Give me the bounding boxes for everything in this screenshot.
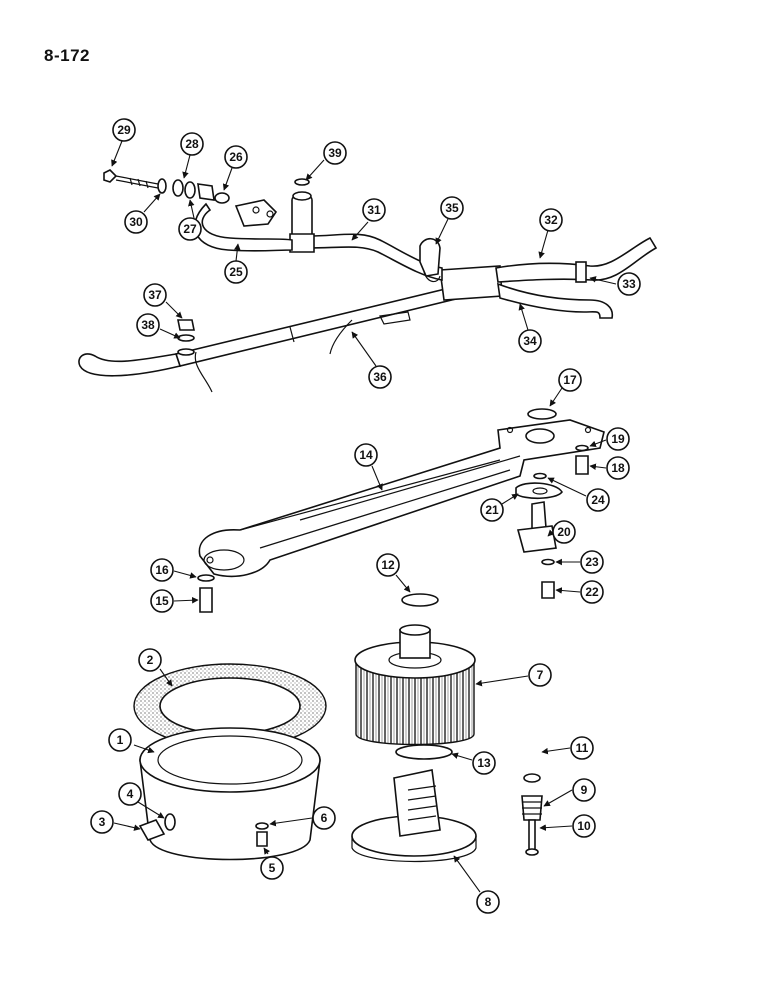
svg-text:7: 7 (537, 668, 544, 682)
callout-21 (480, 498, 504, 522)
callout-37 (143, 283, 167, 307)
callout-5 (260, 856, 284, 880)
callout-28 (180, 132, 204, 156)
callout-10 (572, 814, 596, 838)
page-number: 8-172 (44, 46, 90, 65)
callout-23 (580, 550, 604, 574)
callout-6 (312, 806, 336, 830)
svg-text:14: 14 (359, 448, 373, 462)
callout-16 (150, 558, 174, 582)
callout-14 (354, 443, 378, 467)
svg-text:22: 22 (585, 585, 599, 599)
svg-text:2: 2 (147, 653, 154, 667)
callout-22 (580, 580, 604, 604)
pipe-assembly (78, 169, 658, 393)
svg-text:20: 20 (557, 525, 571, 539)
callout-39 (323, 141, 347, 165)
callout-18 (606, 456, 630, 480)
callout-30 (124, 210, 148, 234)
callout-8 (476, 890, 500, 914)
svg-text:10: 10 (577, 819, 591, 833)
callout-2 (138, 648, 162, 672)
svg-text:13: 13 (477, 756, 491, 770)
svg-text:27: 27 (183, 222, 197, 236)
callout-33 (617, 272, 641, 296)
svg-text:25: 25 (229, 265, 243, 279)
callout-31 (362, 198, 386, 222)
svg-text:15: 15 (155, 594, 169, 608)
filter-housing (133, 663, 327, 861)
svg-text:6: 6 (321, 811, 328, 825)
callout-36 (368, 365, 392, 389)
callouts: 1 2 3 4 5 6 7 8 9 10 (90, 118, 641, 914)
svg-text:38: 38 (141, 318, 155, 332)
svg-text:28: 28 (185, 137, 199, 151)
svg-text:32: 32 (544, 213, 558, 227)
svg-text:18: 18 (611, 461, 625, 475)
svg-text:26: 26 (229, 150, 243, 164)
svg-text:19: 19 (611, 432, 625, 446)
callout-20 (552, 520, 576, 544)
svg-text:3: 3 (99, 815, 106, 829)
svg-text:35: 35 (445, 201, 459, 215)
svg-text:30: 30 (129, 215, 143, 229)
svg-text:16: 16 (155, 563, 169, 577)
callout-12 (376, 553, 400, 577)
callout-15 (150, 589, 174, 613)
callout-25 (224, 260, 248, 284)
svg-text:21: 21 (485, 503, 499, 517)
callout-19 (606, 427, 630, 451)
svg-text:9: 9 (581, 783, 588, 797)
callout-35 (440, 196, 464, 220)
svg-text:12: 12 (381, 558, 395, 572)
svg-text:8: 8 (485, 895, 492, 909)
callout-11 (570, 736, 594, 760)
callout-26 (224, 145, 248, 169)
callout-7 (528, 663, 552, 687)
callout-13 (472, 751, 496, 775)
svg-text:24: 24 (591, 493, 605, 507)
callout-38 (136, 313, 160, 337)
callout-1 (108, 728, 132, 752)
callout-29 (112, 118, 136, 142)
svg-text:11: 11 (576, 741, 589, 755)
svg-text:31: 31 (367, 203, 381, 217)
callout-4 (118, 782, 142, 806)
callout-17 (558, 368, 582, 392)
svg-text:17: 17 (563, 373, 577, 387)
svg-text:29: 29 (117, 123, 131, 137)
callout-24 (586, 488, 610, 512)
svg-text:39: 39 (328, 146, 342, 160)
filter-element (351, 624, 543, 863)
callout-9 (572, 778, 596, 802)
callout-1-label: 1 (117, 733, 124, 747)
callout-34 (518, 329, 542, 353)
svg-text:4: 4 (127, 787, 134, 801)
svg-text:33: 33 (622, 277, 636, 291)
suction-tube-arm (197, 408, 605, 613)
svg-text:37: 37 (148, 288, 162, 302)
callout-27 (178, 217, 202, 241)
svg-text:34: 34 (523, 334, 537, 348)
svg-text:23: 23 (585, 555, 599, 569)
callout-3 (90, 810, 114, 834)
callout-32 (539, 208, 563, 232)
svg-text:36: 36 (373, 370, 387, 384)
svg-text:5: 5 (269, 861, 276, 875)
